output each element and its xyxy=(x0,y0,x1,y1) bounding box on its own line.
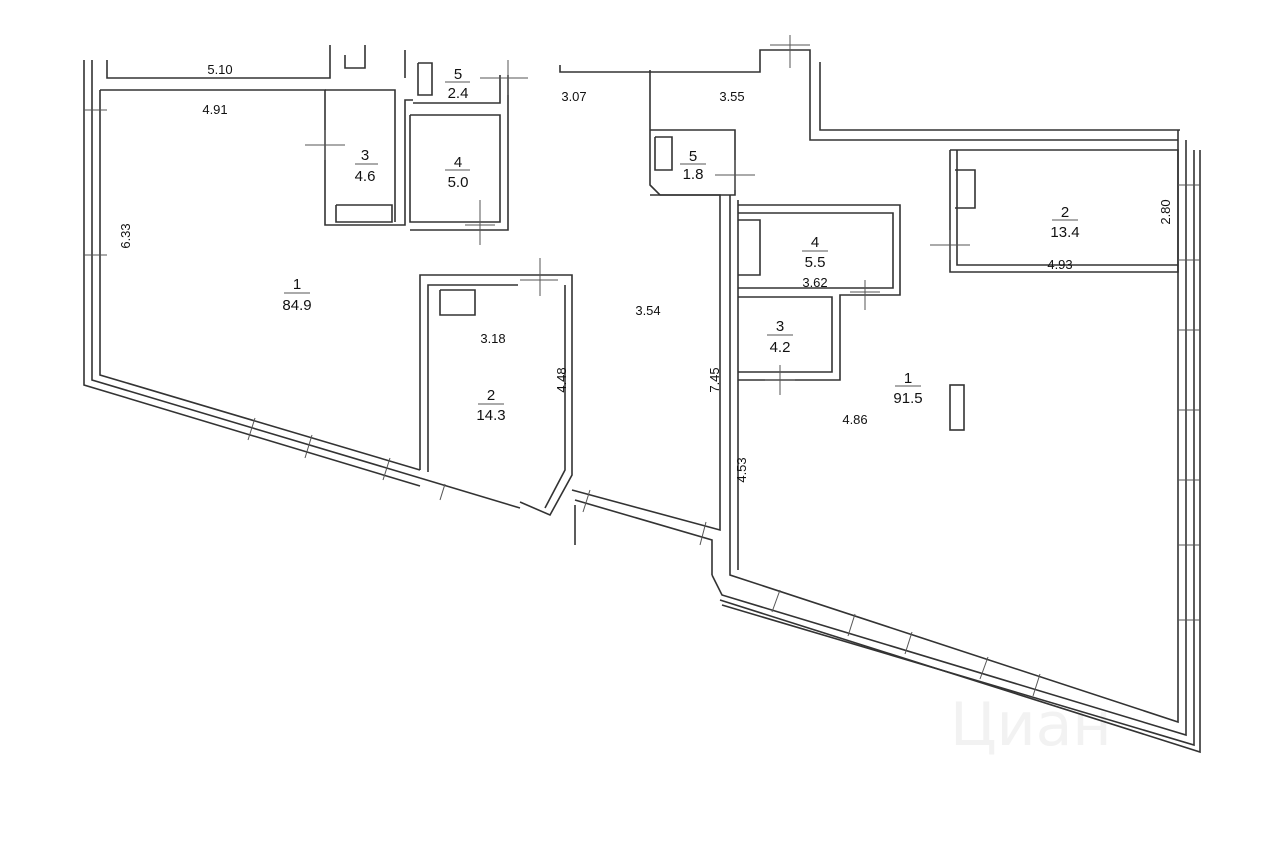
svg-text:2.80: 2.80 xyxy=(1158,199,1173,224)
right-dimensions: 3.55 2.80 4.93 3.62 7.45 4.86 4.53 xyxy=(707,89,1173,483)
svg-text:3.62: 3.62 xyxy=(802,275,827,290)
svg-text:14.3: 14.3 xyxy=(476,407,505,424)
svg-text:3.54: 3.54 xyxy=(635,303,660,318)
window-marks xyxy=(84,109,1200,697)
right-room-1: 1 91.5 xyxy=(893,370,922,407)
svg-text:1.8: 1.8 xyxy=(683,166,704,183)
svg-text:5: 5 xyxy=(454,66,462,83)
svg-text:4.6: 4.6 xyxy=(355,168,376,185)
svg-text:4.2: 4.2 xyxy=(770,339,791,356)
svg-text:3: 3 xyxy=(361,147,369,164)
svg-text:13.4: 13.4 xyxy=(1050,224,1079,241)
svg-text:4.91: 4.91 xyxy=(202,102,227,117)
svg-text:4.48: 4.48 xyxy=(554,367,569,392)
svg-text:5.5: 5.5 xyxy=(805,254,826,271)
left-room-3: 3 4.6 xyxy=(355,147,378,185)
door-marks xyxy=(305,35,970,395)
right-room-4: 4 5.5 xyxy=(802,234,828,271)
svg-text:3.07: 3.07 xyxy=(561,89,586,104)
left-room-4: 4 5.0 xyxy=(445,154,470,191)
svg-text:6.33: 6.33 xyxy=(118,223,133,248)
svg-text:84.9: 84.9 xyxy=(282,297,311,314)
svg-text:4: 4 xyxy=(811,234,819,251)
svg-text:91.5: 91.5 xyxy=(893,390,922,407)
svg-text:1: 1 xyxy=(293,276,301,293)
right-room-2: 2 13.4 xyxy=(1050,204,1079,241)
svg-text:4.93: 4.93 xyxy=(1047,257,1072,272)
watermark: Циан xyxy=(950,690,1112,760)
svg-text:5.10: 5.10 xyxy=(207,62,232,77)
svg-text:3.18: 3.18 xyxy=(480,331,505,346)
svg-text:4.86: 4.86 xyxy=(842,412,867,427)
walls xyxy=(83,45,1201,754)
right-room-3: 3 4.2 xyxy=(767,318,793,356)
svg-text:2: 2 xyxy=(487,387,495,404)
svg-text:3.55: 3.55 xyxy=(719,89,744,104)
left-dimensions: 5.10 4.91 6.33 3.18 4.48 3.54 3.07 xyxy=(118,62,661,393)
svg-text:3: 3 xyxy=(776,318,784,335)
right-room-5: 5 1.8 xyxy=(680,148,706,183)
svg-text:2.4: 2.4 xyxy=(448,85,469,102)
left-room-2: 2 14.3 xyxy=(476,387,505,424)
svg-text:7.45: 7.45 xyxy=(707,367,722,392)
svg-text:4.53: 4.53 xyxy=(734,457,749,482)
svg-text:5: 5 xyxy=(689,148,697,165)
svg-text:1: 1 xyxy=(904,370,912,387)
svg-text:2: 2 xyxy=(1061,204,1069,221)
svg-text:4: 4 xyxy=(454,154,462,171)
left-room-1: 1 84.9 xyxy=(282,276,311,314)
svg-text:5.0: 5.0 xyxy=(448,174,469,191)
left-room-5: 5 2.4 xyxy=(445,66,470,102)
